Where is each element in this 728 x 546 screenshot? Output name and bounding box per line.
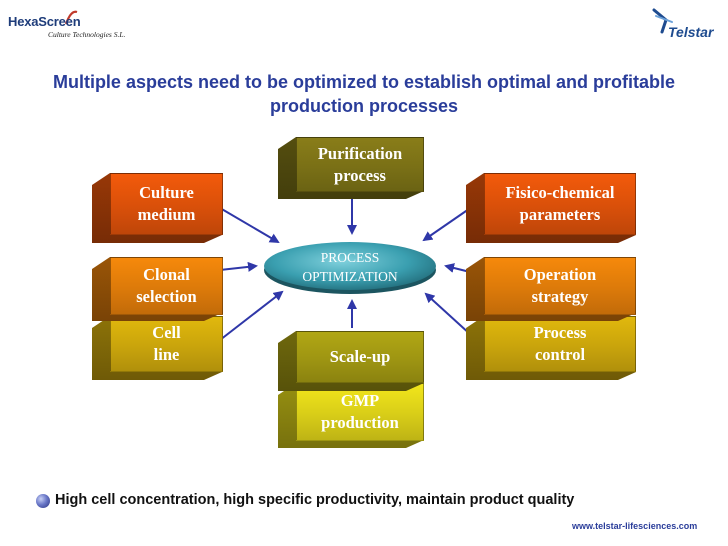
hexascreen-logo-subtitle: Culture Technologies S.L. — [48, 30, 126, 39]
arrow-clonal-selection — [219, 261, 258, 272]
box-scale-up-label: Scale-up — [296, 331, 424, 383]
bullet-icon — [36, 494, 50, 508]
footer-url: www.telstar-lifesciences.com — [572, 521, 698, 531]
hexascreen-logo-text: HexaScreen — [8, 14, 81, 29]
box-cell-line-label: Cell line — [110, 316, 223, 372]
hexascreen-swoosh-icon — [64, 10, 78, 25]
box-process-control-label: Process control — [484, 316, 636, 372]
box-purification-label: Purification process — [296, 137, 424, 192]
box-culture-medium-label: Culture medium — [110, 173, 223, 235]
process-optimization-ellipse: PROCESS OPTIMIZATION — [258, 238, 442, 296]
arrow-culture-medium — [219, 207, 280, 244]
arrow-cell-line — [219, 290, 284, 341]
process-optimization-label: PROCESS OPTIMIZATION — [302, 250, 398, 284]
box-fisico-chemical-label: Fisico-chemical parameters — [484, 173, 636, 235]
bottom-statement: High cell concentration, high specific p… — [55, 492, 575, 508]
slide-title: Multiple aspects need to be optimized to… — [52, 72, 676, 116]
process-optimization-shape — [264, 242, 436, 294]
box-operation-strategy-label: Operation strategy — [484, 257, 636, 315]
box-gmp-production-label: GMP production — [296, 383, 424, 441]
telstar-star-icon — [652, 8, 673, 34]
box-clonal-selection-label: Clonal selection — [110, 257, 223, 315]
telstar-logo-text: Telstar — [668, 24, 714, 40]
hexascreen-logo: HexaScreen Culture Technologies S.L. — [8, 10, 148, 48]
telstar-logo: Telstar — [650, 6, 726, 42]
